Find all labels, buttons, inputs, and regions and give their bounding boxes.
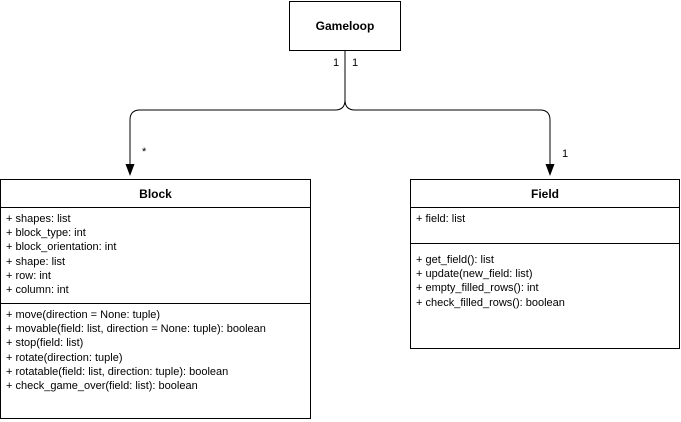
- block-attribute: + block_orientation: int: [6, 241, 117, 254]
- block-method: + stop(field: list): [6, 337, 84, 350]
- block-class-title: Block: [1, 180, 310, 208]
- block-method: + movable(field: list, direction = None:…: [6, 323, 266, 336]
- block-method: + check_game_over(field: list): boolean: [6, 380, 198, 393]
- block-methods: + move(direction = None: tuple) + movabl…: [1, 304, 310, 397]
- arrowhead-block: [125, 164, 135, 176]
- block-class[interactable]: Block + shapes: list + block_type: int +…: [0, 179, 311, 419]
- field-attribute: + field: list: [416, 213, 466, 225]
- arrowhead-field: [545, 164, 555, 176]
- block-attribute: + shape: list: [6, 255, 66, 268]
- gameloop-class-title: Gameloop: [315, 19, 375, 33]
- field-method: + update(new_field: list): [416, 268, 533, 281]
- block-attribute: + block_type: int: [6, 227, 86, 240]
- block-attribute: + column: int: [6, 284, 69, 297]
- association-gameloop-field: [344, 99, 551, 164]
- multiplicity-block-end: *: [142, 146, 147, 158]
- block-method: + rotatable(field: list, direction: tupl…: [6, 365, 229, 378]
- field-class-title: Field: [411, 180, 679, 208]
- block-method: + move(direction = None: tuple): [6, 309, 161, 321]
- field-methods: + get_field(): list + update(new_field: …: [411, 244, 679, 314]
- gameloop-class[interactable]: Gameloop: [289, 1, 401, 51]
- block-attribute: + row: int: [6, 269, 51, 282]
- block-method: + rotate(direction: tuple): [6, 351, 123, 364]
- field-method: + get_field(): list: [416, 254, 494, 266]
- field-class[interactable]: Field + field: list + get_field(): list …: [410, 179, 680, 349]
- block-attributes: + shapes: list + block_type: int + block…: [1, 208, 310, 304]
- multiplicity-field-end: 1: [562, 148, 569, 160]
- multiplicity-gameloop-block: 1: [333, 57, 340, 69]
- block-attribute: + shapes: list: [6, 213, 71, 225]
- association-gameloop-block: [129, 51, 346, 164]
- field-method: + check_filled_rows(): boolean: [416, 296, 565, 309]
- field-method: + empty_filled_rows(): int: [416, 282, 539, 295]
- multiplicity-gameloop-field: 1: [352, 57, 359, 69]
- field-attributes: + field: list: [411, 208, 679, 244]
